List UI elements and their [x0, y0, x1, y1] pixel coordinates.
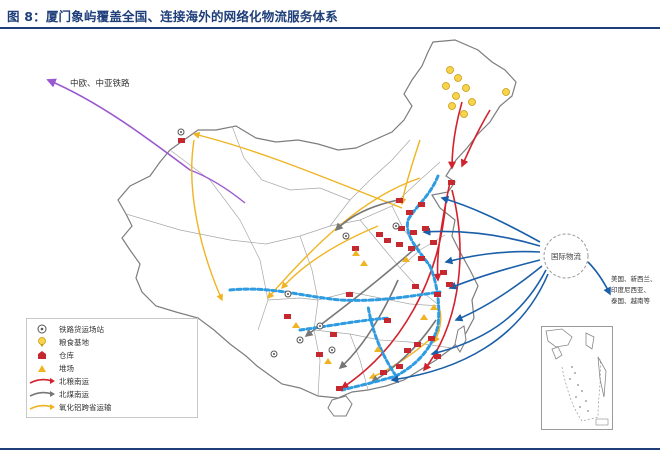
legend-item-grain-route: 北粮南运 [27, 375, 89, 387]
overseas-label-line3: 泰国、越南等 [611, 296, 651, 305]
legend-label: 仓库 [59, 350, 74, 360]
international-routes [390, 195, 611, 384]
south-china-sea-inset [541, 326, 613, 430]
legend-item-coal-route: 北煤南运 [27, 388, 89, 400]
legend-label: 铁路货运场站 [59, 324, 104, 334]
legend-item-rail-station: 铁路货运场站 [27, 323, 104, 335]
legend-label: 北粮南运 [59, 376, 89, 386]
international-logistics-label: 国际物流 [551, 251, 581, 261]
grain-base-icon [27, 336, 57, 348]
legend-item-alumina-route: 氧化铝跨省运输 [27, 401, 112, 413]
rail-station-icon [27, 323, 57, 335]
hainan-island [327, 395, 353, 417]
china-outline [117, 39, 517, 399]
inset-map [545, 328, 609, 426]
warehouse-icon [27, 349, 57, 361]
gray-arrow-icon [27, 388, 57, 400]
overseas-label-line1: 美国、新西兰、 [611, 274, 657, 283]
eurasia-rail-label: 中欧、中亚铁路 [70, 78, 130, 89]
warehouse-markers [178, 138, 455, 391]
figure-title: 图 8：厦门象屿覆盖全国、连接海外的网络化物流服务体系 [7, 9, 338, 24]
eurasia-rail-feeder [189, 169, 246, 204]
red-arrow-icon [27, 375, 57, 387]
legend-label: 氧化铝跨省运输 [59, 402, 112, 412]
legend-item-storage-yard: 堆场 [27, 362, 74, 374]
legend-label: 北煤南运 [59, 389, 89, 399]
map-legend: 铁路货运场站 粮食基地 仓库 堆场 北粮南运 北煤南运 氧化铝跨省运输 [26, 318, 198, 418]
eurasia-rail-route [46, 78, 191, 171]
storage-yard-icon [27, 362, 57, 374]
overseas-label-line2: 印度尼西亚、 [611, 285, 650, 294]
china-logistics-map: 中欧、中亚铁路 国际物流 美国、新西兰、 印度尼西亚、 泰国、越南等 [46, 39, 657, 417]
legend-label: 堆场 [59, 363, 74, 373]
legend-label: 粮食基地 [59, 337, 89, 347]
international-hub [543, 233, 589, 279]
title-rule [0, 27, 660, 29]
legend-item-warehouse: 仓库 [27, 349, 74, 361]
grain-base-markers [442, 66, 510, 118]
legend-item-grain-base: 粮食基地 [27, 336, 89, 348]
storage-yard-markers [292, 250, 438, 364]
yellow-arrow-icon [27, 401, 57, 413]
bottom-rule [0, 448, 660, 450]
rail-station-dots [180, 131, 397, 355]
